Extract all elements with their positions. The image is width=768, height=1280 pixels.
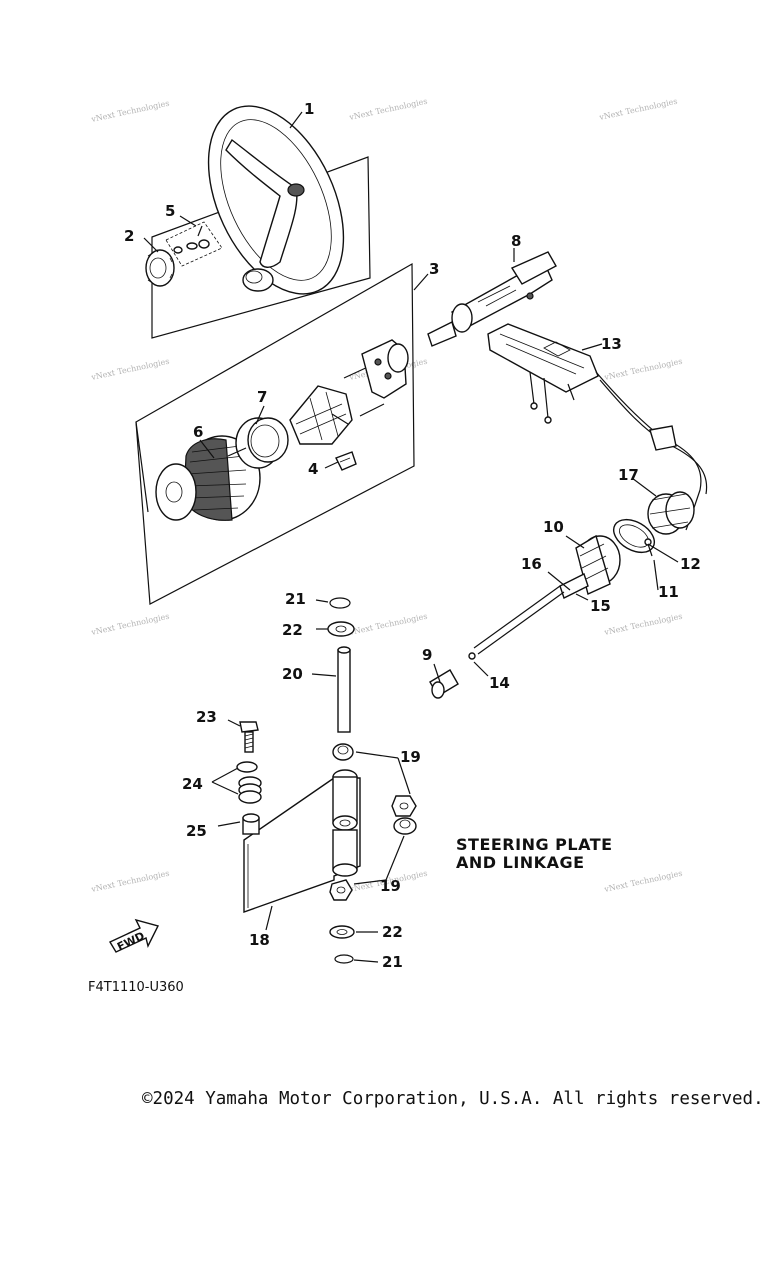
callout-12: 12 (680, 555, 701, 573)
cable-end-fitting (429, 669, 459, 699)
push-pull-cable (468, 573, 589, 660)
hub-assembly-frame (135, 262, 415, 605)
callout-22-top: 22 (282, 621, 303, 639)
circlip-top (329, 597, 351, 609)
washer-top (327, 621, 355, 637)
steering-plate (243, 769, 361, 913)
copyright-notice: ©2024 Yamaha Motor Corporation, U.S.A. A… (142, 1089, 764, 1109)
callout-17: 17 (618, 466, 639, 484)
callout-5: 5 (165, 202, 175, 220)
callout-9: 9 (422, 646, 432, 664)
diagram-title-line-1: STEERING PLATE (456, 835, 613, 854)
watermark: vNext Technologies (603, 357, 684, 383)
callout-3: 3 (429, 260, 439, 278)
watermark: vNext Technologies (90, 869, 171, 895)
hub-mechanism (227, 339, 409, 457)
callout-13: 13 (601, 335, 622, 353)
diagram-code: F4T1110-U360 (88, 980, 184, 995)
watermark: vNext Technologies (90, 357, 171, 383)
watermark: vNext Technologies (598, 97, 679, 123)
callout-23: 23 (196, 708, 217, 726)
column-bracket (487, 323, 599, 424)
callout-14: 14 (489, 674, 510, 692)
center-nut (145, 249, 175, 287)
callout-1: 1 (304, 100, 314, 118)
watermark: vNext Technologies (90, 99, 171, 125)
callout-2: 2 (124, 227, 134, 245)
clip-part (335, 451, 357, 471)
callout-8: 8 (511, 232, 521, 250)
steering-plate-diagram: vNext Technologies vNext Technologies vN… (88, 97, 708, 995)
screw-part (644, 538, 653, 557)
callout-11: 11 (658, 583, 679, 601)
watermark: vNext Technologies (603, 612, 684, 638)
bushing-lower-right (393, 817, 417, 835)
circlip-bottom (334, 954, 354, 964)
callout-labels: 1 2 3 4 5 6 7 8 9 10 11 12 13 14 15 16 1… (124, 100, 701, 971)
callout-6: 6 (193, 423, 203, 441)
collar (242, 813, 260, 835)
callout-20: 20 (282, 665, 303, 683)
callout-24: 24 (182, 775, 203, 793)
washer-bottom (329, 925, 355, 939)
callout-4: 4 (308, 460, 318, 478)
callout-22-bottom: 22 (382, 923, 403, 941)
callout-10: 10 (543, 518, 564, 536)
watermark: vNext Technologies (90, 612, 171, 638)
bushing-upper-right (391, 795, 417, 817)
fwd-arrow-icon: FWD (109, 918, 160, 954)
callout-7: 7 (257, 388, 267, 406)
steering-column (427, 251, 557, 347)
bushing-bottom (329, 879, 353, 901)
callout-19-upper: 19 (400, 748, 421, 766)
watermark: vNext Technologies (348, 612, 429, 638)
bolt-washer-set (165, 221, 223, 267)
hub-ring (235, 417, 289, 469)
hub-assembly-frame-edge (135, 421, 149, 513)
callout-25: 25 (186, 822, 207, 840)
watermark: vNext Technologies (603, 869, 684, 895)
cable-clamp (649, 425, 677, 451)
callout-18: 18 (249, 931, 270, 949)
callout-16: 16 (521, 555, 542, 573)
bushing-top (332, 743, 354, 761)
watermark: vNext Technologies (348, 97, 429, 123)
spring-washers (236, 761, 262, 804)
callout-19-lower: 19 (380, 877, 401, 895)
callout-15: 15 (590, 597, 611, 615)
cable-boot (647, 491, 695, 535)
callout-21-bottom: 21 (382, 953, 403, 971)
pivot-shaft (337, 646, 351, 733)
diagram-title-line-2: AND LINKAGE (456, 853, 585, 872)
callout-21-top: 21 (285, 590, 306, 608)
leader-lines (143, 111, 679, 963)
steering-wheel (207, 105, 345, 295)
plate-bolt (239, 721, 259, 753)
